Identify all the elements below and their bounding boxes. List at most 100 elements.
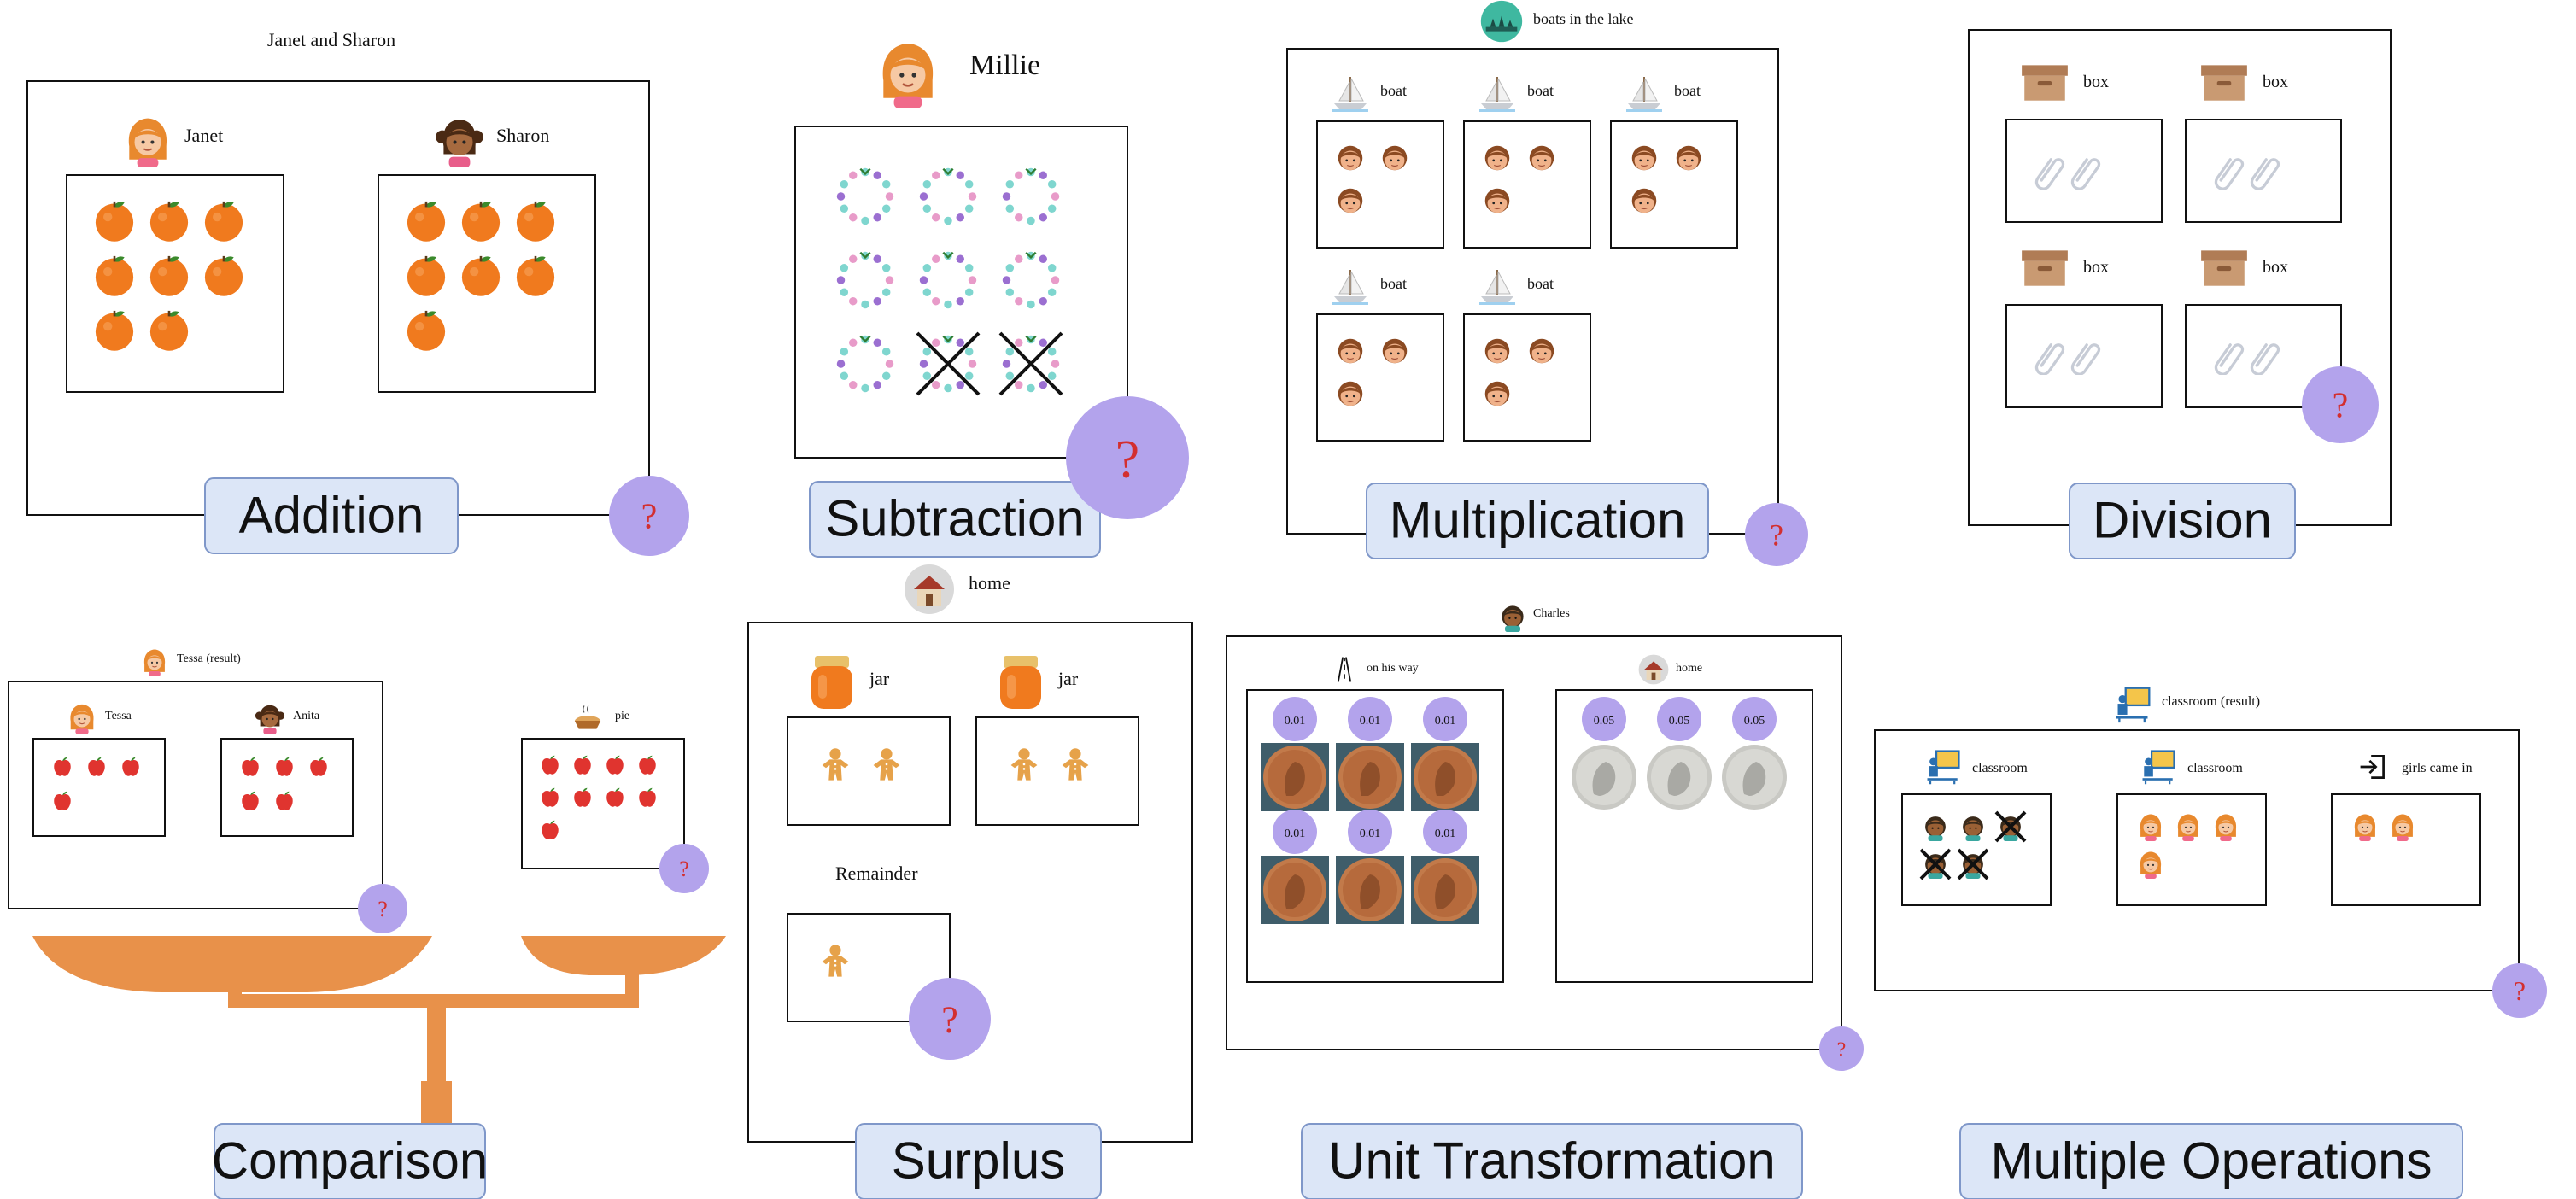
apple-icon: [54, 791, 71, 810]
classroom-icon: [2141, 750, 2175, 786]
coin-value-label: 0.01: [1285, 715, 1306, 728]
person-icon-millie: [881, 42, 934, 110]
person-icon-tessa: [69, 704, 95, 735]
question-bubble-comparison-left: [358, 884, 407, 933]
category-unit-transformation: Unit Transformation: [1328, 1132, 1776, 1189]
apple-icon: [542, 755, 559, 775]
apple-icon: [276, 757, 293, 776]
question-bubble-multiplication-mark: ?: [1770, 518, 1783, 553]
scale-beam: [228, 974, 639, 1008]
boat-box: [1316, 313, 1444, 442]
coin-value-badge: [1273, 810, 1317, 854]
coin-value-badge: [1657, 697, 1701, 741]
coin-value-badge: [1348, 697, 1392, 741]
category-comparison-box: [214, 1123, 486, 1199]
question-bubble-surplus: [909, 978, 991, 1060]
comparison-group-box: [220, 738, 354, 837]
category-multiple-operations: Multiple Operations: [1991, 1132, 2433, 1189]
paper-clip-icon: [2070, 158, 2101, 190]
comparison-group-label: Anita: [293, 710, 320, 722]
enter-icon: [2359, 755, 2385, 779]
coin-value-badge: [1348, 810, 1392, 854]
container-label-jar: jar: [1057, 668, 1079, 689]
comparison-right-box: [521, 738, 685, 869]
apple-icon: [574, 787, 591, 807]
penny-icon: [1336, 856, 1404, 924]
person-icon: [1338, 338, 1363, 364]
category-addition: Addition: [239, 486, 424, 543]
person-icon: [1382, 338, 1408, 364]
category-multiplication: Multiplication: [1390, 491, 1686, 548]
container-label-boat: boat: [1674, 82, 1701, 99]
orange-icon: [149, 255, 189, 296]
person-icon: [1529, 145, 1554, 171]
question-bubble-addition: [609, 476, 689, 556]
box-icon: [2201, 65, 2247, 101]
orange-icon: [204, 255, 243, 296]
coin-value-badge: [1423, 697, 1467, 741]
cross-out-mark: [998, 331, 1063, 396]
addition-group-label: Sharon: [496, 125, 549, 146]
nickel-icon: [1722, 745, 1787, 810]
container-label-boat: boat: [1527, 275, 1554, 292]
apple-icon: [639, 755, 656, 775]
question-bubble-subtraction: [1066, 396, 1189, 519]
orange-icon: [149, 310, 189, 351]
person-icon: [1484, 381, 1510, 406]
scale-right-pan: [521, 936, 726, 975]
apple-icon: [88, 757, 105, 776]
addition-group-label: Janet: [184, 125, 223, 146]
boat-box: [1316, 120, 1444, 249]
pie-icon: [574, 705, 601, 730]
road-icon: [1337, 656, 1352, 683]
cross-out-mark: [1957, 848, 1989, 880]
category-comparison: Comparison: [212, 1132, 488, 1189]
question-bubble-surplus-mark: ?: [941, 998, 958, 1040]
boat-box: [1463, 313, 1591, 442]
person-icon: [1338, 188, 1363, 213]
penny-icon: [1261, 743, 1329, 811]
comparison-right-label: pie: [615, 710, 629, 722]
multiple-group-box: [1901, 793, 2052, 906]
unit-group-label: on his way: [1367, 662, 1419, 675]
apple-icon: [310, 757, 327, 776]
nickel-icon: [1647, 745, 1712, 810]
addition-group-box: [378, 174, 596, 393]
gingerbread-icon: [1010, 748, 1038, 781]
boat-icon: [1625, 76, 1663, 113]
orange-icon: [95, 255, 134, 296]
paper-clip-icon: [2034, 158, 2065, 190]
boat-icon: [1332, 269, 1369, 306]
penny-icon: [1261, 856, 1329, 924]
container-label-box: box: [2263, 258, 2288, 277]
bracelet-icon: [918, 167, 978, 226]
apple-icon: [54, 757, 71, 776]
unit-title: Charles: [1533, 607, 1570, 620]
subtraction-title: Millie: [969, 50, 1040, 81]
orange-icon: [149, 201, 189, 242]
person-icon: [1484, 188, 1510, 213]
container-label-box: box: [2263, 73, 2288, 91]
addition-title: Janet and Sharon: [267, 29, 395, 50]
category-addition-box: [204, 477, 459, 554]
category-multiple-operations-box: [1959, 1123, 2463, 1199]
apple-icon: [242, 757, 259, 776]
boat-icon: [1478, 269, 1516, 306]
house-icon: [905, 564, 954, 614]
nickel-icon: [1572, 745, 1636, 810]
multiple-group-box: [2331, 793, 2481, 906]
gingerbread-icon: [822, 748, 849, 781]
cross-out-mark: [1919, 848, 1952, 880]
coin-value-badge: [1423, 810, 1467, 854]
coin-value-badge: [1582, 697, 1626, 741]
category-multiplication-box: [1366, 483, 1709, 559]
paper-clip-icon: [2250, 343, 2280, 375]
category-surplus-box: [855, 1123, 1102, 1199]
category-surplus: Surplus: [892, 1132, 1065, 1189]
apple-icon: [542, 820, 559, 839]
container-label-boat: boat: [1380, 82, 1407, 99]
container-label-box: box: [2083, 73, 2109, 91]
multiple-group-box: [2116, 793, 2267, 906]
comparison-left-frame: [8, 681, 383, 909]
category-division: Division: [2093, 491, 2272, 548]
